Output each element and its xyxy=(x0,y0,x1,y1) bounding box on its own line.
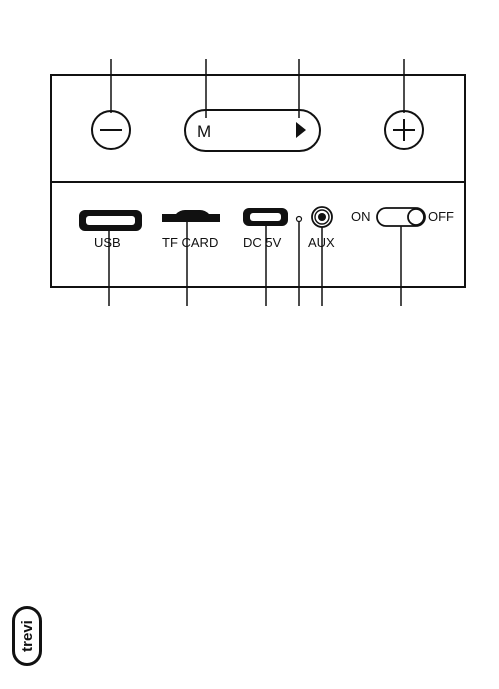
mode-label: M xyxy=(197,122,211,141)
switch-on-label: ON xyxy=(351,209,371,224)
dc-port-opening xyxy=(250,213,281,221)
aux-jack[interactable] xyxy=(312,207,332,227)
logo-wordmark: trevi xyxy=(19,620,36,652)
usb-port-opening xyxy=(86,216,135,225)
trevi-logo: trevi xyxy=(12,606,42,666)
dc-label: DC 5V xyxy=(243,235,282,250)
switch-off-label: OFF xyxy=(428,209,454,224)
usb-port[interactable] xyxy=(79,210,142,231)
dc-port[interactable] xyxy=(243,208,288,226)
tf-card-label: TF CARD xyxy=(162,235,218,250)
usb-label: USB xyxy=(94,235,121,250)
power-switch-knob xyxy=(408,209,424,225)
aux-jack-inner xyxy=(318,213,326,221)
